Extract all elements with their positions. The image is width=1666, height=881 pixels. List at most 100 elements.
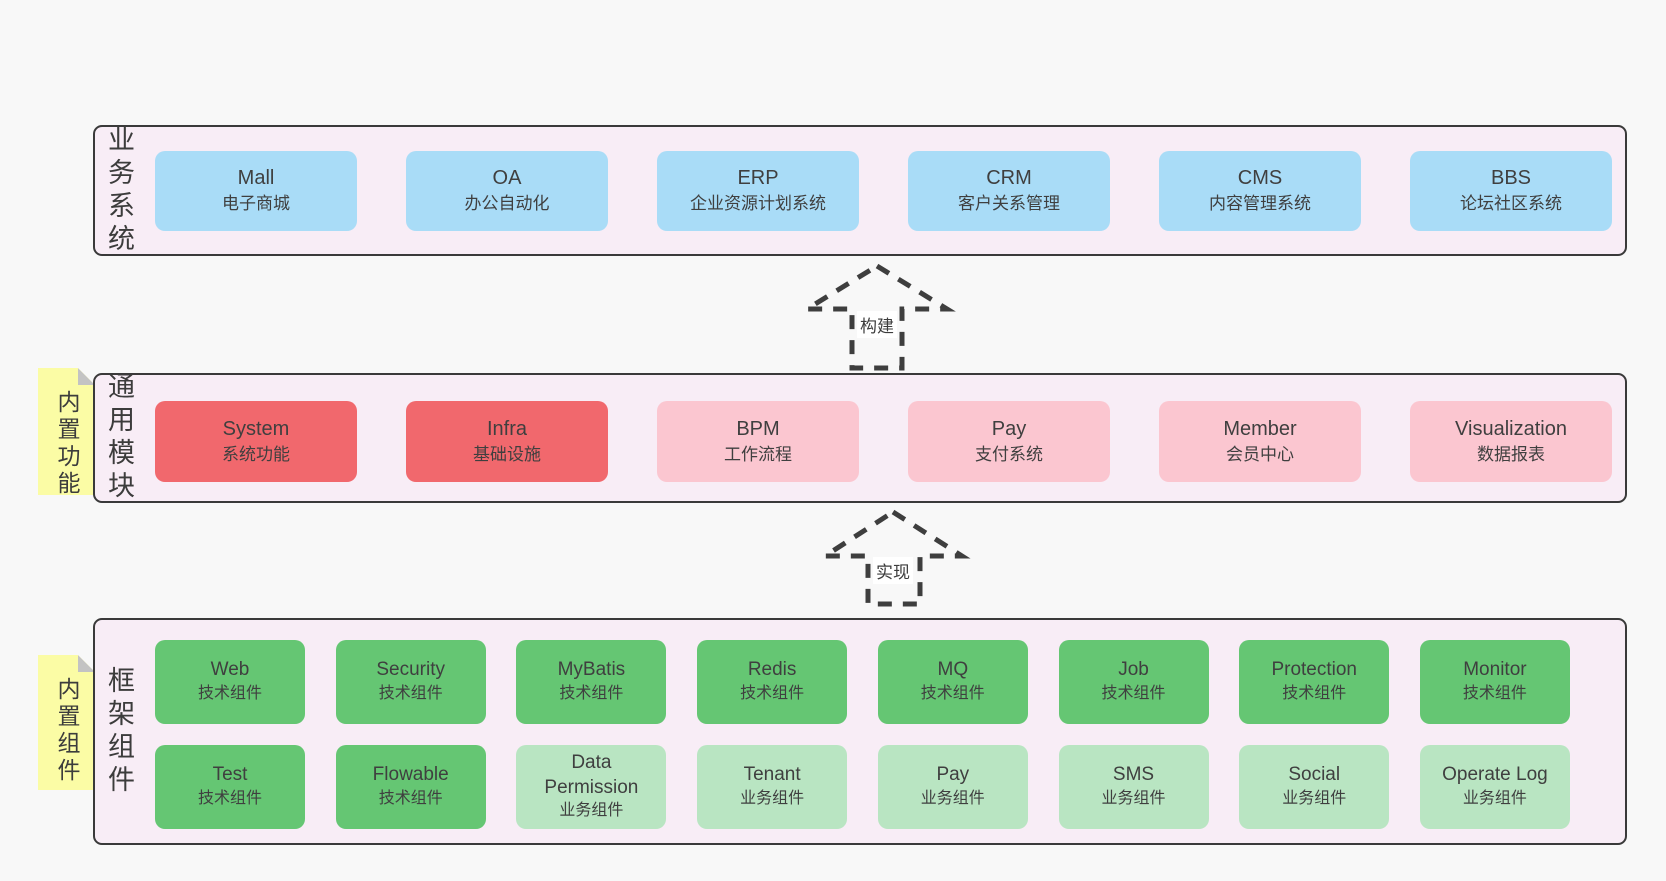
node-name-label: MyBatis [557,659,626,681]
node-name-label: Monitor [1463,659,1527,681]
node-erp: ERP 企业资源计划系统 [657,151,859,231]
node-description-label: 业务组件 [920,790,985,808]
node-description-label: 客户关系管理 [958,194,1060,214]
node-description-label: 企业资源计划系统 [690,194,826,214]
node-name-label: SMS [1112,764,1155,786]
node-mq: MQ 技术组件 [877,640,1028,724]
node-description-label: 业务组件 [1462,790,1527,808]
node-system: System 系统功能 [155,401,357,482]
node-description-label: 办公自动化 [464,194,550,214]
build-arrow-label: 构建 [857,311,897,338]
node-name-label: Test [212,764,248,786]
node-name-label: BPM [736,417,780,440]
node-name-label: Web [210,659,250,681]
node-security: Security 技术组件 [335,640,486,724]
node-test: Test 技术组件 [155,745,305,829]
node-description-label: 系统功能 [222,444,290,464]
sticky-note-label: 内置组件 [54,677,80,785]
node-visualization: Visualization 数据报表 [1410,401,1612,482]
node-description-label: 业务组件 [1101,790,1166,808]
implement-arrow-label: 实现 [873,557,913,584]
node-description-label: 会员中心 [1226,444,1294,464]
node-description-label: 技术组件 [197,685,262,703]
node-description-label: 电子商城 [222,194,290,214]
node-name-label: Mall [237,167,275,190]
node-description-label: 支付系统 [975,444,1043,464]
node-name-label: Security [376,659,446,681]
implement-arrow-icon [816,509,971,607]
node-name-label: Pay [936,764,970,786]
node-mall: Mall 电子商城 [155,151,357,231]
node-name-label: MQ [937,659,969,681]
sticky-note-label: 内置功能 [54,390,80,498]
build-arrow-icon [798,263,956,371]
node-name-label: Tenant [743,764,801,786]
node-infra: Infra 基础设施 [406,401,608,482]
node-pay: Pay 业务组件 [877,745,1028,829]
node-name-label: Data Permission [544,752,639,798]
node-description-label: 数据报表 [1477,444,1545,464]
node-member: Member 会员中心 [1159,401,1361,482]
node-description-label: 基础设施 [473,444,541,464]
node-description-label: 技术组件 [1462,685,1527,703]
node-description-label: 技术组件 [378,790,443,808]
node-job: Job 技术组件 [1058,640,1209,724]
node-description-label: 内容管理系统 [1209,194,1311,214]
sticky-note-built-in-features: 内置功能 [38,368,95,495]
node-name-label: Flowable [372,764,449,786]
node-bbs: BBS 论坛社区系统 [1410,151,1612,231]
node-description-label: 技术组件 [920,685,985,703]
node-name-label: Infra [486,417,528,440]
node-description-label: 技术组件 [378,685,443,703]
node-description-label: 技术组件 [1101,685,1166,703]
node-name-label: CRM [986,167,1032,190]
node-monitor: Monitor 技术组件 [1419,640,1570,724]
node-name-label: OA [492,167,522,190]
node-name-label: Social [1288,764,1341,786]
node-name-label: Protection [1271,659,1357,681]
node-tenant: Tenant 业务组件 [697,745,848,829]
node-operate-log: Operate Log 业务组件 [1419,745,1570,829]
node-name-label: Job [1118,659,1149,681]
node-description-label: 技术组件 [197,790,262,808]
node-oa: OA 办公自动化 [406,151,608,231]
node-social: Social 业务组件 [1239,745,1390,829]
node-redis: Redis 技术组件 [697,640,848,724]
node-name-label: Pay [991,417,1027,440]
business-systems-row: Mall 电子商城 OA 办公自动化 ERP 企业资源计划系统 CRM 客户关系管理 CMS 内容… [155,151,1612,231]
node-name-label: Operate Log [1442,764,1548,786]
node-description-label: 业务组件 [559,802,624,820]
node-name-label: Redis [747,659,797,681]
node-sms: SMS 业务组件 [1058,745,1209,829]
node-name-label: Visualization [1455,417,1567,440]
node-flowable: Flowable 技术组件 [335,745,486,829]
node-name-label: CMS [1237,167,1283,190]
layer-label-framework-components: 框架组件 [104,665,134,798]
sticky-note-built-in-components: 内置组件 [38,655,95,790]
node-description-label: 业务组件 [1282,790,1347,808]
node-cms: CMS 内容管理系统 [1159,151,1361,231]
node-description-label: 论坛社区系统 [1460,194,1562,214]
node-description-label: 技术组件 [740,685,805,703]
node-name-label: Member [1223,417,1297,440]
node-name-label: BBS [1490,167,1532,190]
node-pay: Pay 支付系统 [908,401,1110,482]
node-description-label: 业务组件 [740,790,805,808]
node-name-label: System [222,417,290,440]
node-web: Web 技术组件 [155,640,305,724]
node-mybatis: MyBatis 技术组件 [516,640,667,724]
node-description-label: 技术组件 [559,685,624,703]
node-crm: CRM 客户关系管理 [908,151,1110,231]
node-name-label: ERP [737,167,779,190]
layer-label-business-systems: 业务系统 [104,124,134,257]
layer-label-common-modules: 通用模块 [104,372,134,504]
node-data-permission: Data Permission 业务组件 [516,745,667,829]
layer-business-systems: 业务系统 Mall 电子商城 OA 办公自动化 ERP 企业资源计划系统 CRM 客户关系管理… [93,124,1627,257]
